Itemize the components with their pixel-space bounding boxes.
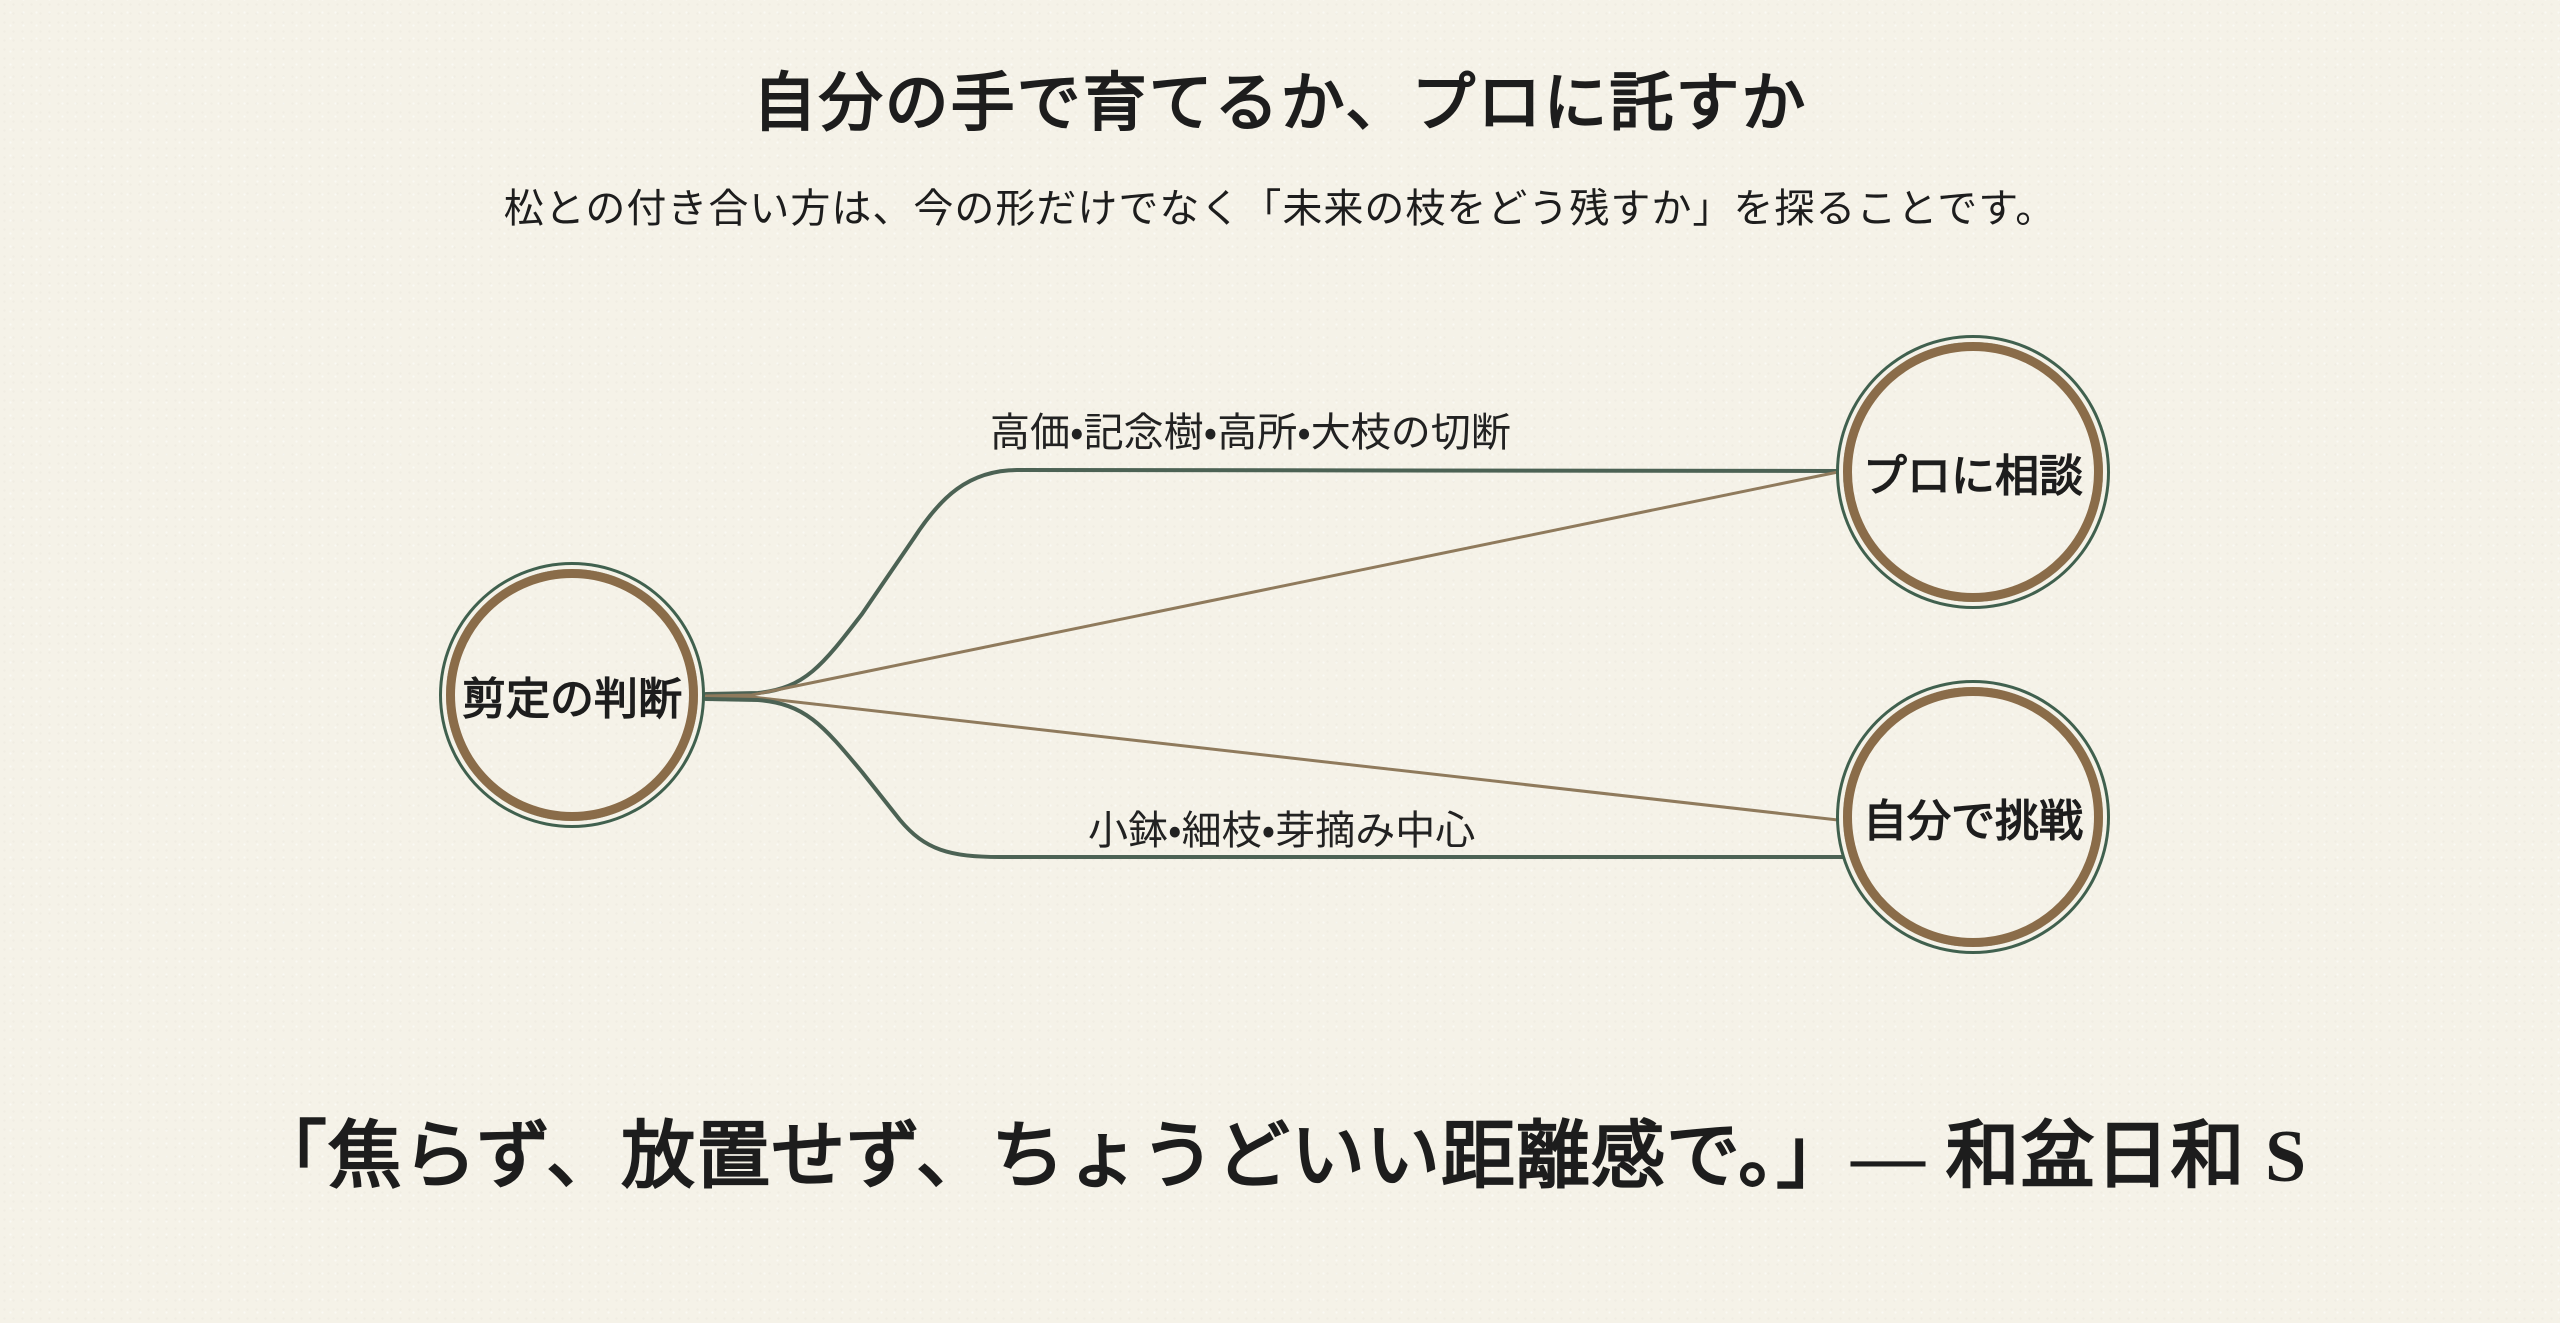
page-title: 自分の手で育てるか、プロに託すか <box>752 68 1808 139</box>
node-consult-pro-label: プロに相談 <box>1863 452 2083 501</box>
node-pruning-decision-label: 剪定の判断 <box>462 675 682 724</box>
edge-decision-pro-line <box>704 470 1840 698</box>
page-subtitle: 松との付き合い方は、今の形だけでなく「未来の枝をどう残すか」を探ることです。 <box>503 187 2057 231</box>
node-try-yourself-label: 自分で挑戦 <box>1863 797 2083 846</box>
edge-decision-pro-curve <box>704 468 1842 696</box>
node-try-yourself: 自分で挑戦 <box>1843 687 2103 947</box>
edge-decision-self-line <box>704 695 1840 822</box>
edge-label-try-yourself: 小鉢・細枝・芽摘み中心 <box>1088 809 1476 853</box>
node-pruning-decision: 剪定の判断 <box>446 569 698 821</box>
edge-decision-self-curve <box>704 697 1850 859</box>
node-consult-pro: プロに相談 <box>1843 342 2103 602</box>
footer-quote: 「焦らず、放置せず、ちょうどいい距離感で。」― 和盆日和 S <box>252 1116 2308 1198</box>
edge-label-consult-pro: 高価・記念樹・高所・大枝の切断 <box>990 411 1511 455</box>
